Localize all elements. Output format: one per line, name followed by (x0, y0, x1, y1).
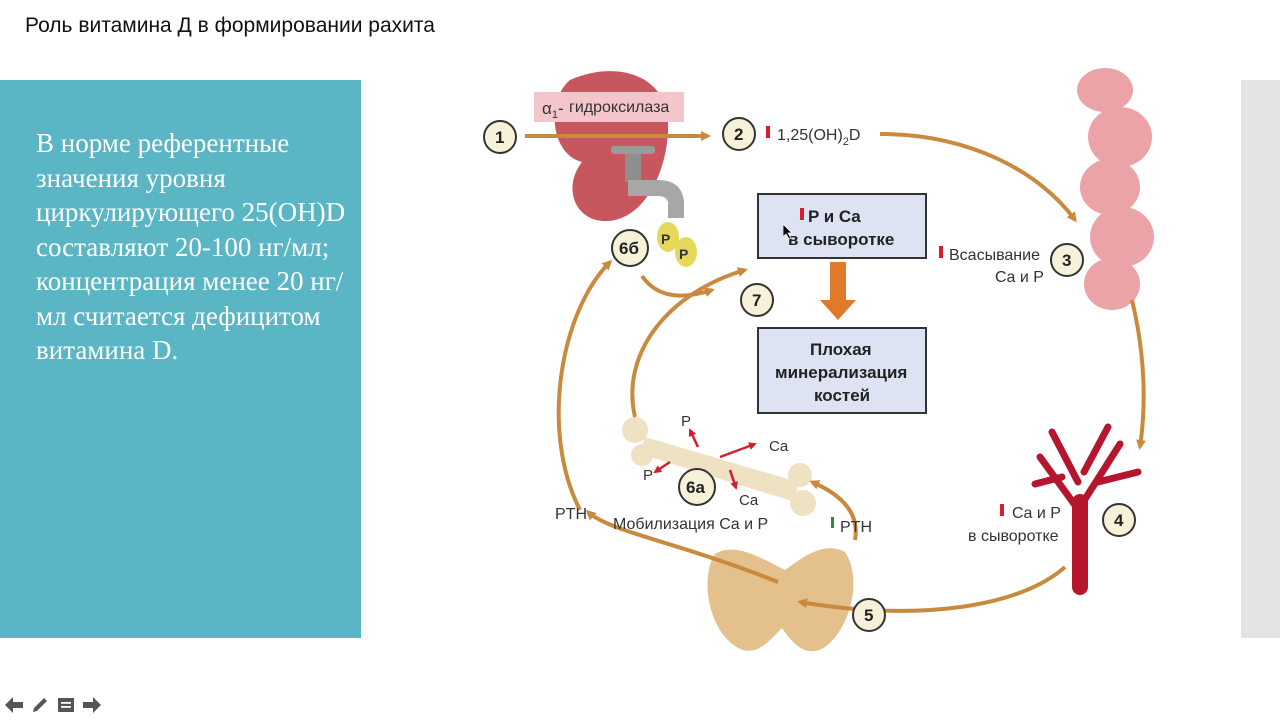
drop-p1 (657, 222, 679, 252)
down-marker-icon (766, 126, 770, 138)
absorption-line2: Ca и P (995, 269, 1044, 286)
bone-icon (622, 417, 816, 516)
serum-box-line1: P и Ca (808, 207, 861, 226)
bone-ca2-label: Ca (739, 492, 759, 509)
serum4-line1: Ca и P (1012, 505, 1061, 522)
step-2-circle (722, 117, 756, 151)
slide-toolbar (4, 694, 102, 716)
mineralization-line1: Плохая (810, 340, 872, 359)
serum4-line2: в сыворотке (968, 528, 1059, 545)
step-1-label: 1 (495, 128, 504, 147)
step-6a-circle (678, 468, 716, 506)
bone-p1-label: P (681, 413, 691, 430)
step-1-circle (483, 120, 517, 154)
parathyroid-organ (707, 548, 854, 652)
step-4-label: 4 (1114, 511, 1124, 530)
down-marker-icon (939, 246, 943, 258)
mineralization-line3: костей (814, 386, 870, 405)
step-4-circle (1102, 503, 1136, 537)
panel-body-text: В норме референтные значения уровня цирк… (36, 128, 346, 365)
right-edge-strip (1241, 80, 1280, 638)
step-7-label: 7 (752, 291, 761, 310)
enzyme-label-box (534, 92, 684, 122)
bone-arrow-p2 (653, 460, 671, 474)
bone-arrow-ca1 (719, 442, 757, 459)
drop-p1-label: P (661, 231, 670, 247)
text-panel (0, 80, 361, 638)
blood-vessel-icon (1031, 423, 1142, 595)
step-5-label: 5 (864, 606, 873, 625)
pth-left-label: PTH (555, 506, 587, 523)
down-marker-icon (800, 208, 804, 220)
bone-ca1-label: Ca (769, 438, 789, 455)
step-3-label: 3 (1062, 251, 1071, 270)
mouse-cursor-icon (783, 224, 793, 240)
step-5-circle (852, 598, 886, 632)
bone-arrow-ca2 (728, 469, 738, 490)
mineralization-line2: минерализация (775, 363, 907, 382)
notes-icon[interactable] (56, 694, 76, 716)
drop-p2-label: P (679, 246, 688, 262)
absorption-line1: Всасывание (949, 247, 1040, 264)
faucet-icon (611, 146, 684, 218)
serum-box (757, 193, 927, 259)
step-3-circle (1050, 243, 1084, 277)
slide-title: Роль витамина Д в формировании рахита (25, 14, 435, 37)
mobilization-label: Мобилизация Ca и P (613, 516, 768, 533)
pth-right-label: PTH (840, 519, 872, 536)
vitamin-d-rickets-diagram: α1- гидроксилаза P P (483, 68, 1154, 652)
step-6b-circle (611, 229, 649, 267)
down-marker-icon (1000, 504, 1004, 516)
intestine-organ (1077, 68, 1154, 310)
up-marker-icon (831, 517, 834, 528)
bone-p2-label: P (643, 467, 653, 484)
drop-p2 (675, 237, 697, 267)
step-2-label: 2 (734, 125, 743, 144)
serum-box-line2: в сыворотке (788, 230, 894, 249)
step-2-text: 1,25(OH)2D (777, 127, 860, 148)
pencil-icon[interactable] (30, 694, 50, 716)
alpha-symbol: α1- (542, 99, 564, 121)
step-7-circle (740, 283, 774, 317)
step-6b-label: 6б (619, 239, 639, 258)
arrow-left-icon[interactable] (4, 694, 24, 716)
bone-arrow-p1 (688, 428, 700, 448)
arrow-right-icon[interactable] (82, 694, 102, 716)
mineralization-box (757, 327, 927, 414)
enzyme-label: гидроксилаза (569, 99, 669, 116)
step-6a-label: 6a (686, 478, 705, 497)
